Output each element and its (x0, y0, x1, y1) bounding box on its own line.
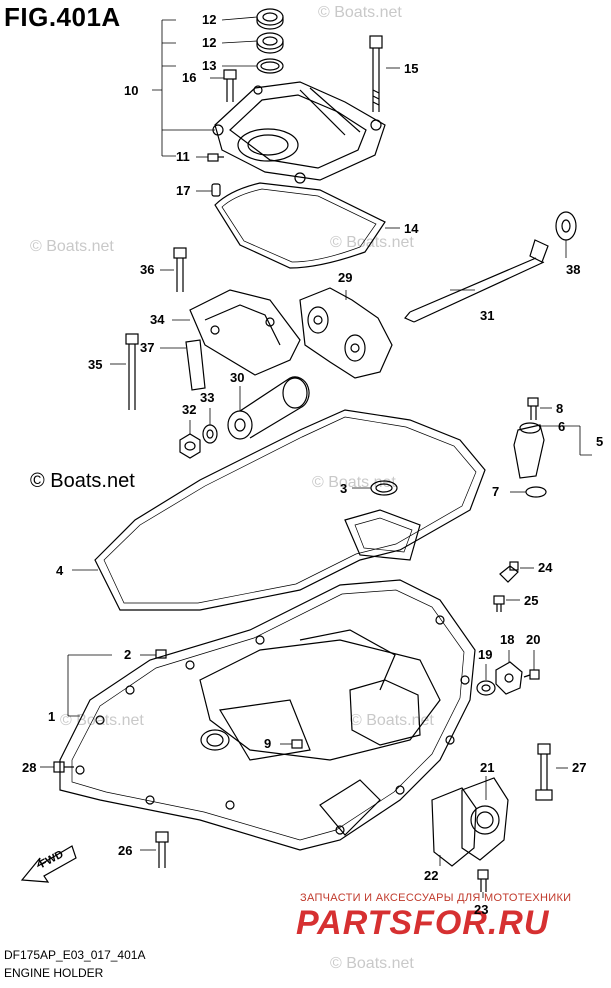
callout-11: 11 (176, 149, 190, 164)
gasket-19-part (476, 680, 496, 696)
gasket-4-part (94, 409, 486, 611)
callout-18: 18 (500, 632, 514, 647)
bolt-26-part (155, 831, 169, 868)
callout-17: 17 (176, 183, 190, 198)
brand-logo: PARTSFOR.RU (296, 904, 550, 942)
callout-13: 13 (202, 58, 216, 73)
callout-29: 29 (338, 270, 352, 285)
o-ring-3-part (370, 480, 398, 496)
bolt-36-part (173, 247, 187, 292)
callout-28: 28 (22, 760, 36, 775)
watermark: © Boats.net (318, 4, 402, 21)
callout-34: 34 (150, 312, 165, 327)
figure-title: FIG.401A (4, 2, 121, 32)
gasket-14-part (214, 182, 386, 269)
callout-2: 2 (124, 647, 131, 662)
nut-32-part (179, 433, 201, 459)
callout-15: 15 (404, 61, 418, 76)
figure-code: DF175AP_E03_017_401A (4, 948, 146, 962)
callout-37: 37 (140, 340, 154, 355)
callout-14: 14 (404, 221, 419, 236)
bolt-24-part (499, 561, 519, 583)
plate-37-part (185, 339, 206, 391)
callout-25: 25 (524, 593, 538, 608)
o-ring-part (256, 58, 284, 74)
callout-35: 35 (88, 357, 102, 372)
callout-23: 23 (474, 902, 488, 917)
cover-21-part (461, 777, 509, 861)
callout-1: 1 (48, 709, 55, 724)
oil-seal-part (256, 32, 284, 54)
bolt-16-part (223, 69, 237, 102)
bolt-25-part (493, 595, 505, 612)
watermark: © Boats.net (30, 238, 114, 255)
watermark: © Boats.net (330, 955, 414, 972)
copyright-text: © Boats.net (30, 470, 135, 492)
bolt-35-part (125, 333, 139, 410)
callout-36: 36 (140, 262, 154, 277)
callout-26: 26 (118, 843, 132, 858)
plug-2-part (155, 649, 167, 659)
bolt-23-part (477, 869, 489, 892)
callout-12: 12 (202, 35, 216, 50)
stud-15-part (369, 35, 383, 112)
callout-32: 32 (182, 402, 196, 417)
callout-7: 7 (492, 484, 499, 499)
callout-12: 12 (202, 12, 216, 27)
top-cover-part (212, 81, 386, 184)
dowel-17-part (211, 183, 221, 197)
callout-16: 16 (182, 70, 196, 85)
figure-name: ENGINE HOLDER (4, 966, 104, 980)
oil-seal-part (256, 8, 284, 30)
callout-21: 21 (480, 760, 494, 775)
callout-6: 6 (558, 419, 565, 434)
washer-38-part (555, 211, 577, 241)
bolt-28-part (53, 761, 74, 773)
bolt-27-part (535, 743, 553, 801)
part-18 (495, 661, 523, 695)
watermark: © Boats.net (350, 712, 434, 729)
callout-30: 30 (230, 370, 244, 385)
oil-pan-1-part (59, 579, 476, 851)
fitting-11-part (207, 153, 224, 162)
callout-4: 4 (56, 563, 64, 578)
callout-38: 38 (566, 262, 580, 277)
callout-9: 9 (264, 736, 271, 751)
fwd-arrow-icon: FWD (20, 845, 77, 883)
watermark: © Boats.net (312, 474, 396, 491)
mount-29-part (299, 287, 393, 379)
callout-24: 24 (538, 560, 553, 575)
o-ring-7-part (525, 486, 547, 498)
brand-tagline: ЗАПЧАСТИ И АКСЕССУАРЫ ДЛЯ МОТОТЕХНИКИ (300, 892, 572, 904)
callout-8: 8 (556, 401, 563, 416)
callout-20: 20 (526, 632, 540, 647)
gasket-22-part (431, 787, 477, 867)
callout-3: 3 (340, 481, 347, 496)
bolt-20-part (523, 669, 540, 680)
fitting-6-part (513, 422, 545, 479)
callout-33: 33 (200, 390, 214, 405)
callout-10: 10 (124, 83, 138, 98)
fitting-8-part (527, 397, 539, 420)
rubber-mount-30-part (227, 376, 310, 440)
watermark: © Boats.net (60, 712, 144, 729)
callout-19: 19 (478, 647, 492, 662)
callout-5: 5 (596, 434, 603, 449)
washer-33-part (202, 424, 218, 444)
callout-31: 31 (480, 308, 494, 323)
callout-22: 22 (424, 868, 438, 883)
leader-lines (40, 16, 592, 898)
bracket-34-part (189, 289, 301, 376)
fitting-9-part (291, 739, 303, 749)
callout-27: 27 (572, 760, 586, 775)
shaft-bolt-31-part (404, 239, 549, 323)
